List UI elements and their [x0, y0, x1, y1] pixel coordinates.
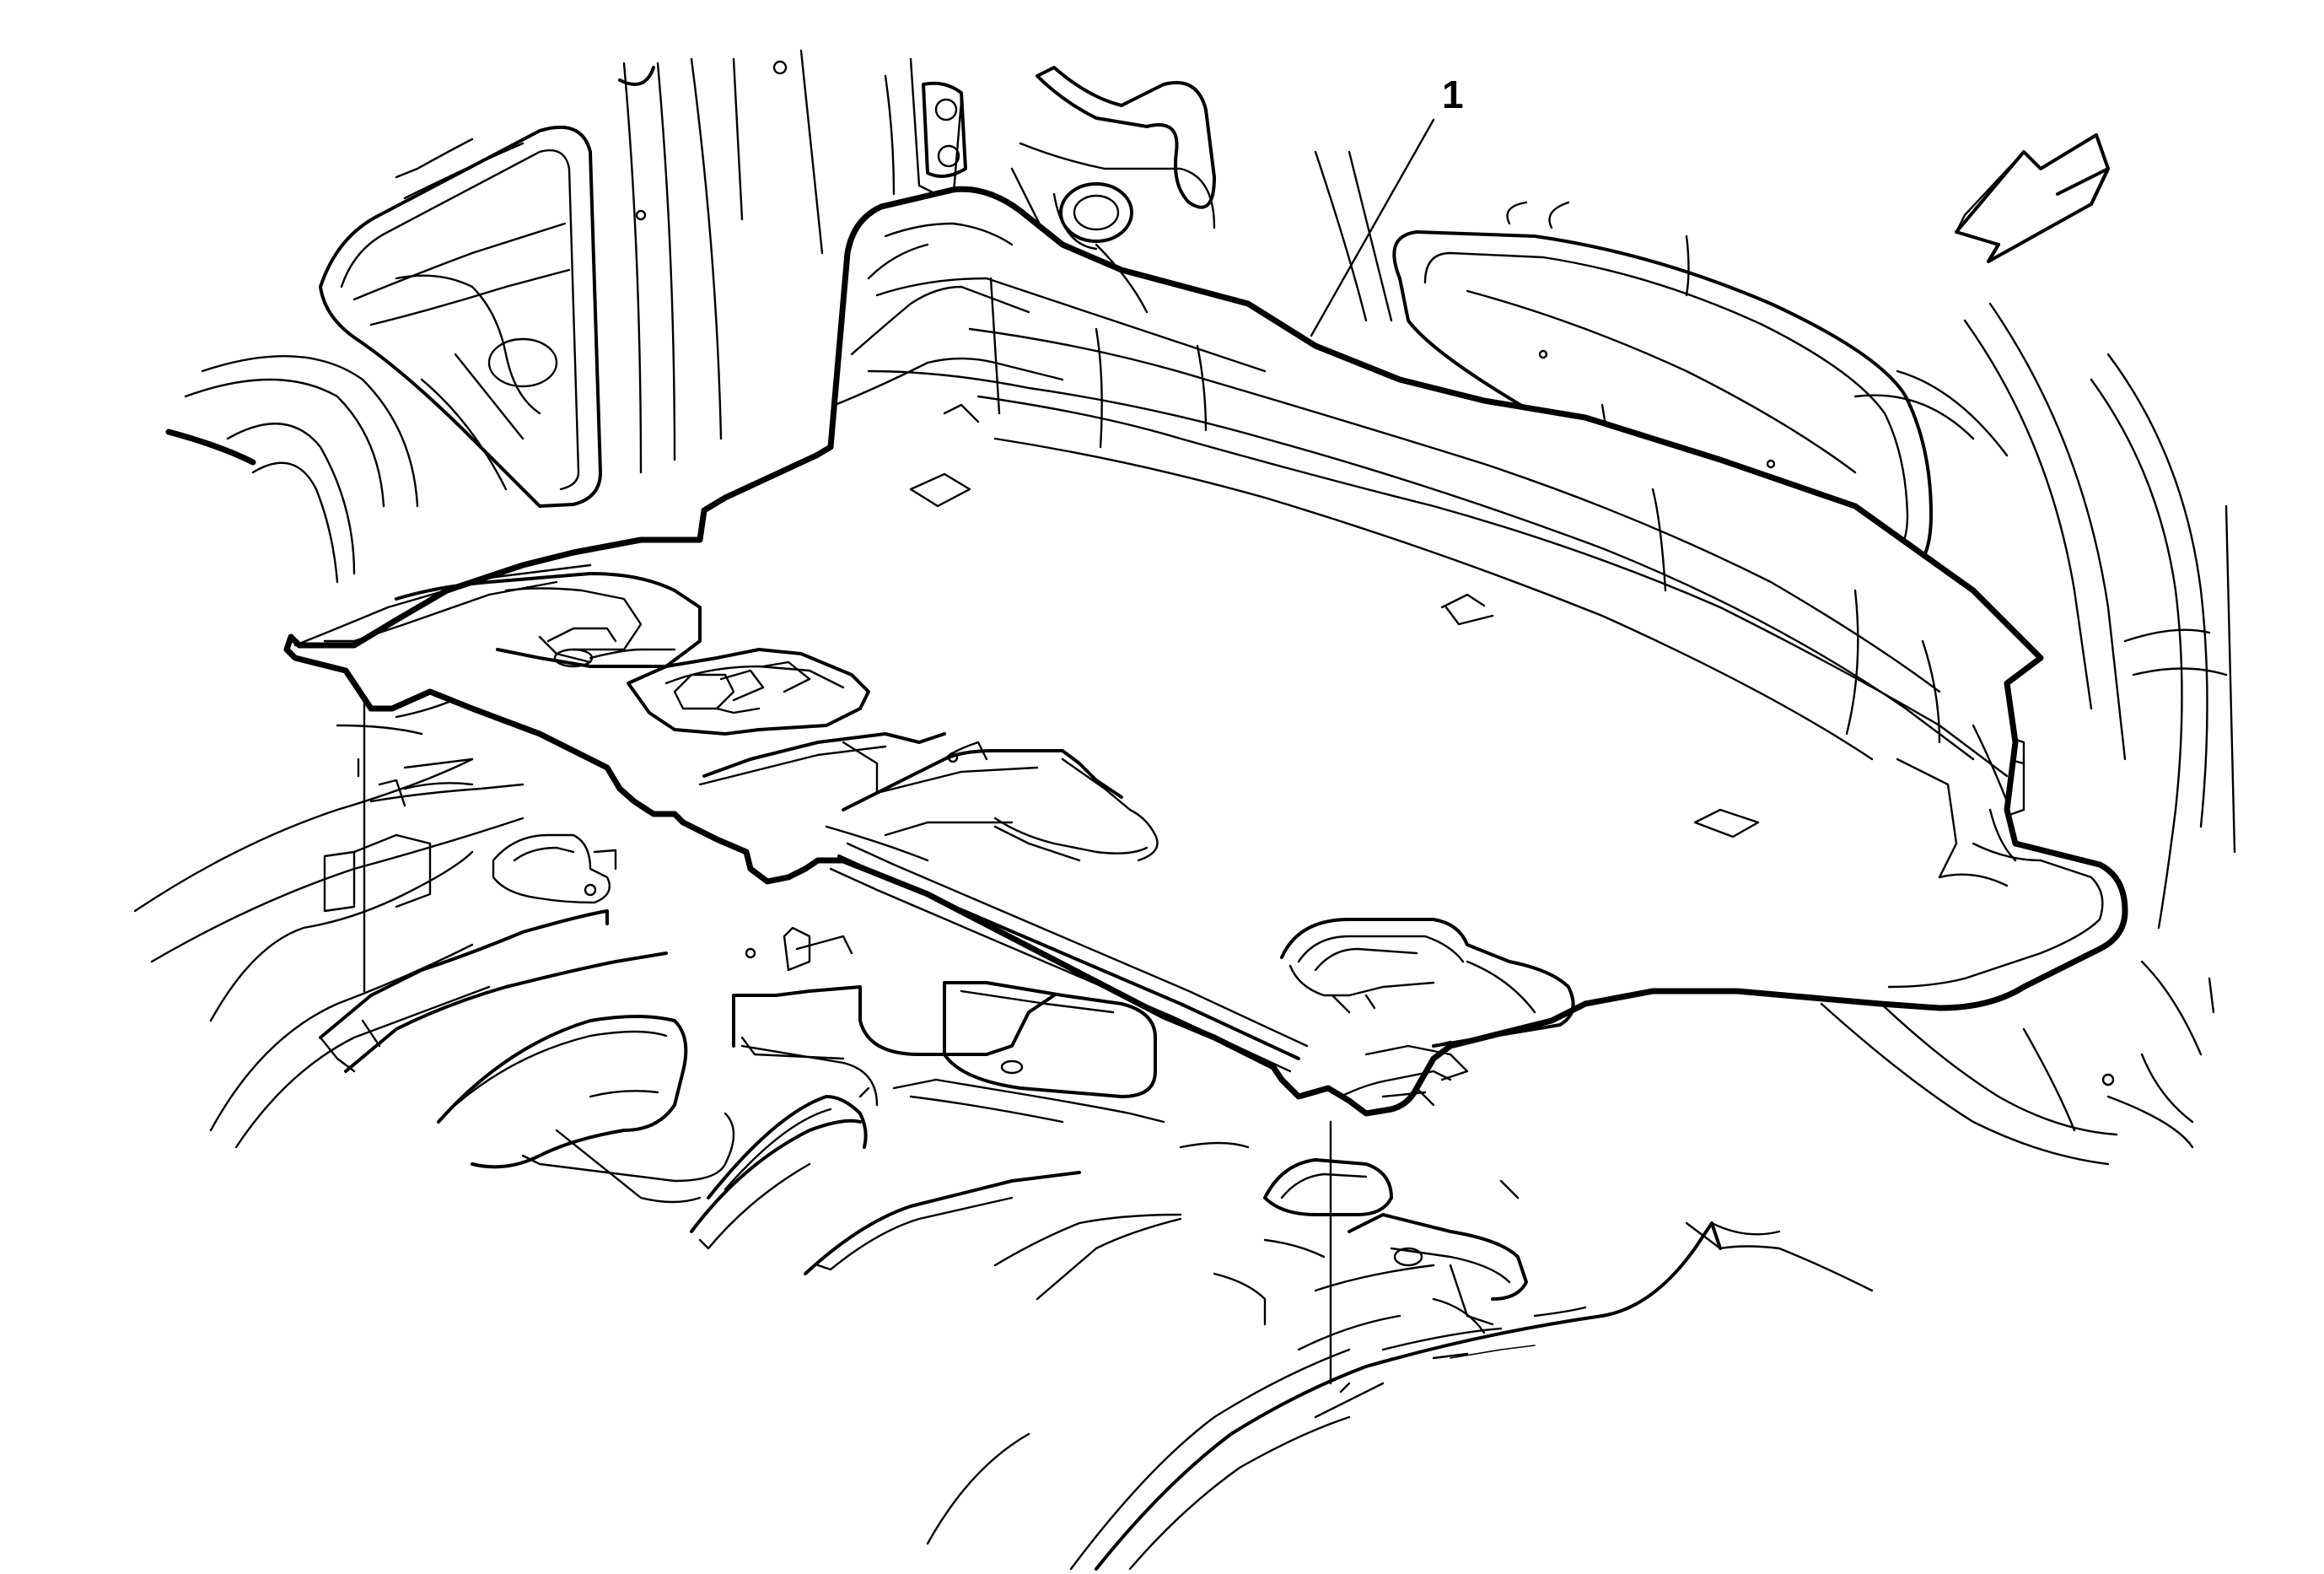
front-direction-arrow-icon — [1955, 133, 2110, 263]
floor-panel-item-1 — [283, 186, 2128, 1117]
callout-1-leader-line — [1310, 118, 1435, 337]
callout-1-label: 1 — [1442, 73, 1464, 116]
alignment-lines — [363, 700, 1332, 1385]
callout-1: 1 — [1310, 73, 1464, 337]
vehicle-body-structure — [133, 49, 2236, 1571]
